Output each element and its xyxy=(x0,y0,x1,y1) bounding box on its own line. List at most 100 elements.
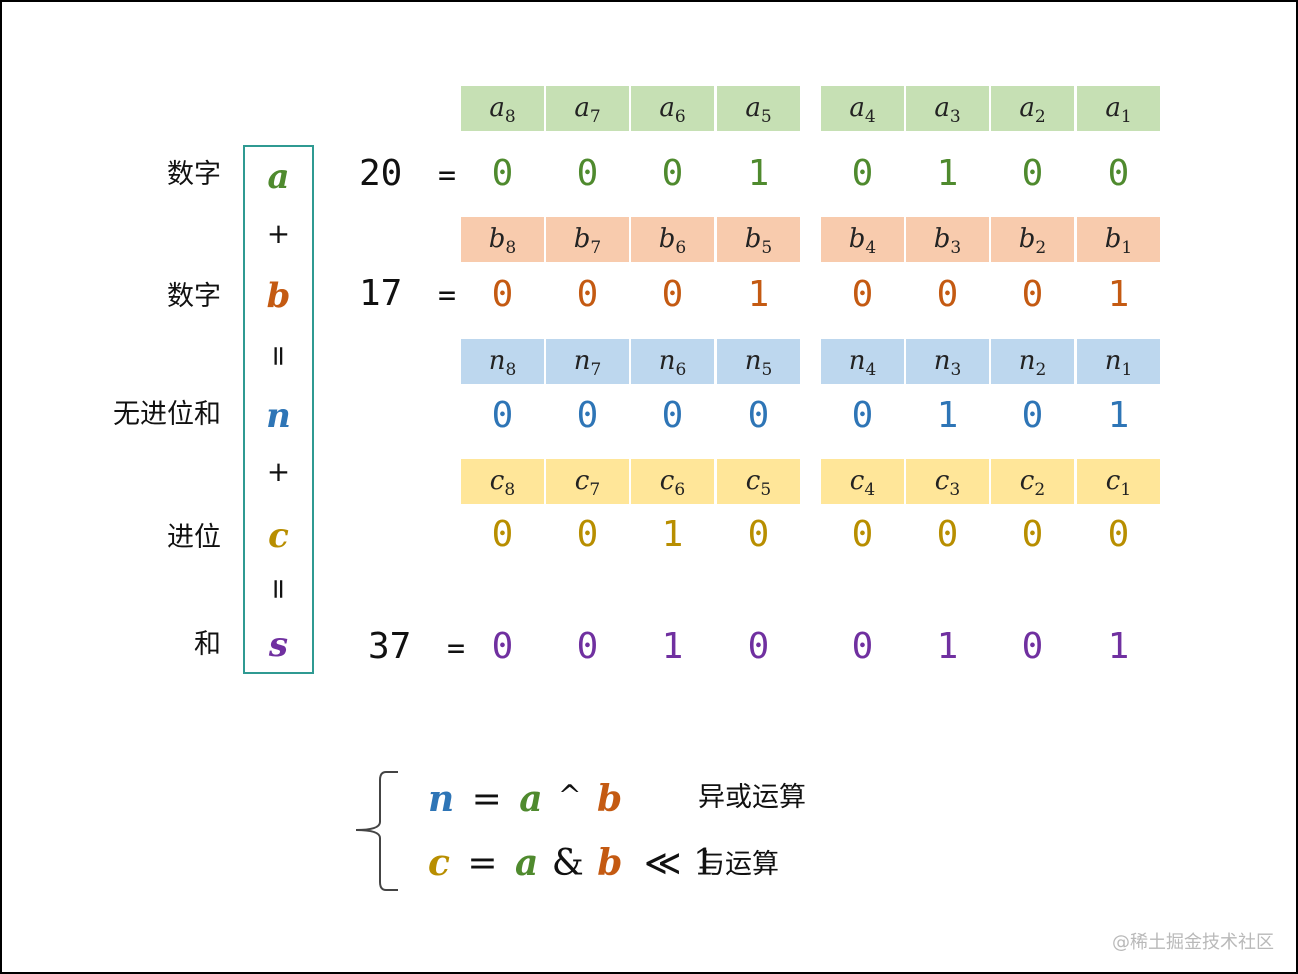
var-c: c xyxy=(268,516,289,556)
bit-header-subscript: 7 xyxy=(590,360,602,380)
formula-xor-operator: ^ xyxy=(558,779,582,812)
bit-header-c-6: c6 xyxy=(631,459,714,504)
bit-c-1: 0 xyxy=(1107,514,1130,555)
label-carry: 进位 xyxy=(167,522,221,553)
bit-n-3: 1 xyxy=(936,395,959,436)
bit-n-1: 1 xyxy=(1107,395,1130,436)
bit-header-c-8: c8 xyxy=(461,459,544,504)
bit-c-6: 1 xyxy=(661,514,684,555)
bit-header-a-4: a4 xyxy=(821,86,904,131)
bit-header-var: n xyxy=(1018,346,1036,376)
bit-header-var: b xyxy=(488,224,506,254)
bit-header-subscript: 3 xyxy=(950,238,962,258)
bit-header-c-2: c2 xyxy=(991,459,1074,504)
bit-c-2: 0 xyxy=(1021,514,1044,555)
bit-a-3: 1 xyxy=(936,153,959,194)
bit-header-subscript: 6 xyxy=(674,107,686,127)
bit-s-8: 0 xyxy=(491,626,514,667)
bit-header-subscript: 3 xyxy=(949,480,961,500)
bit-header-a-2: a2 xyxy=(991,86,1074,131)
bit-header-var: a xyxy=(489,93,505,123)
bit-header-b-1: b1 xyxy=(1077,217,1160,262)
bit-header-var: a xyxy=(934,93,950,123)
bit-header-var: a xyxy=(659,93,675,123)
plus-sign-2: + xyxy=(266,455,291,488)
bit-header-n-8: n8 xyxy=(461,339,544,384)
formula-xor-equals: = xyxy=(471,779,502,820)
bit-header-var: c xyxy=(934,466,950,496)
formula-and-operator: & xyxy=(551,843,584,884)
bit-header-var: b xyxy=(573,224,591,254)
formula-and-equals: = xyxy=(467,843,498,884)
bit-header-var: n xyxy=(573,346,591,376)
bit-header-subscript: 6 xyxy=(675,360,687,380)
bit-header-var: n xyxy=(848,346,866,376)
decimal-s-equals: = xyxy=(447,631,466,666)
formula-and-b: b xyxy=(597,842,623,884)
bit-header-subscript: 1 xyxy=(1121,238,1133,258)
bit-header-var: b xyxy=(1104,224,1122,254)
bit-header-n-3: n3 xyxy=(906,339,989,384)
bit-header-c-1: c1 xyxy=(1077,459,1160,504)
bit-header-var: c xyxy=(1019,466,1035,496)
bit-header-c-7: c7 xyxy=(546,459,629,504)
bit-n-7: 0 xyxy=(576,395,599,436)
bit-a-7: 0 xyxy=(576,153,599,194)
variable-column-box: a + b = n + c = s xyxy=(243,145,314,674)
bit-n-5: 0 xyxy=(747,395,770,436)
bit-header-var: c xyxy=(659,466,675,496)
bit-header-subscript: 7 xyxy=(589,107,601,127)
bit-header-subscript: 6 xyxy=(675,238,687,258)
bit-s-3: 1 xyxy=(936,626,959,667)
bit-header-var: b xyxy=(658,224,676,254)
decimal-b: 17 = xyxy=(359,272,456,318)
bit-header-n-6: n6 xyxy=(631,339,714,384)
var-n: n xyxy=(266,396,291,436)
bit-b-6: 0 xyxy=(661,274,684,315)
bit-s-6: 1 xyxy=(661,626,684,667)
bit-s-4: 0 xyxy=(851,626,874,667)
bit-header-b-4: b4 xyxy=(821,217,904,262)
bit-b-4: 0 xyxy=(851,274,874,315)
bit-header-var: a xyxy=(849,93,865,123)
bit-b-3: 0 xyxy=(936,274,959,315)
bit-header-subscript: 8 xyxy=(504,480,516,500)
bit-header-c-3: c3 xyxy=(906,459,989,504)
bit-a-4: 0 xyxy=(851,153,874,194)
bit-header-var: a xyxy=(1019,93,1035,123)
label-number-a: 数字 xyxy=(167,159,221,190)
bit-n-6: 0 xyxy=(661,395,684,436)
bit-a-8: 0 xyxy=(491,153,514,194)
bit-n-4: 0 xyxy=(851,395,874,436)
bit-header-b-7: b7 xyxy=(546,217,629,262)
bit-header-subscript: 5 xyxy=(761,360,773,380)
bit-header-var: c xyxy=(745,466,761,496)
decimal-b-value: 17 xyxy=(359,273,403,314)
bit-header-a-6: a6 xyxy=(631,86,714,131)
formula-xor: n = a ^ b xyxy=(428,774,622,822)
bit-header-a-3: a3 xyxy=(906,86,989,131)
bit-a-5: 1 xyxy=(747,153,770,194)
bit-header-var: c xyxy=(489,466,505,496)
bit-header-subscript: 7 xyxy=(590,238,602,258)
decimal-s: 37 = xyxy=(368,625,465,671)
bit-header-subscript: 2 xyxy=(1035,360,1047,380)
watermark: @稀土掘金技术社区 xyxy=(1112,932,1274,953)
bit-a-1: 0 xyxy=(1107,153,1130,194)
var-b: b xyxy=(266,276,291,316)
bit-header-var: n xyxy=(488,346,506,376)
bit-header-subscript: 5 xyxy=(761,238,773,258)
formula-and-shift: ≪ 1 xyxy=(643,843,716,884)
formula-xor-b: b xyxy=(596,778,623,820)
equals-sign-1: = xyxy=(262,344,296,368)
bit-header-subscript: 6 xyxy=(674,480,686,500)
bit-b-1: 1 xyxy=(1107,274,1130,315)
decimal-a-value: 20 xyxy=(359,153,403,194)
bit-header-b-5: b5 xyxy=(717,217,800,262)
bit-header-subscript: 4 xyxy=(864,107,876,127)
bit-header-var: c xyxy=(1105,466,1121,496)
bit-header-var: a xyxy=(574,93,590,123)
bit-b-7: 0 xyxy=(576,274,599,315)
bit-header-var: n xyxy=(1104,346,1122,376)
